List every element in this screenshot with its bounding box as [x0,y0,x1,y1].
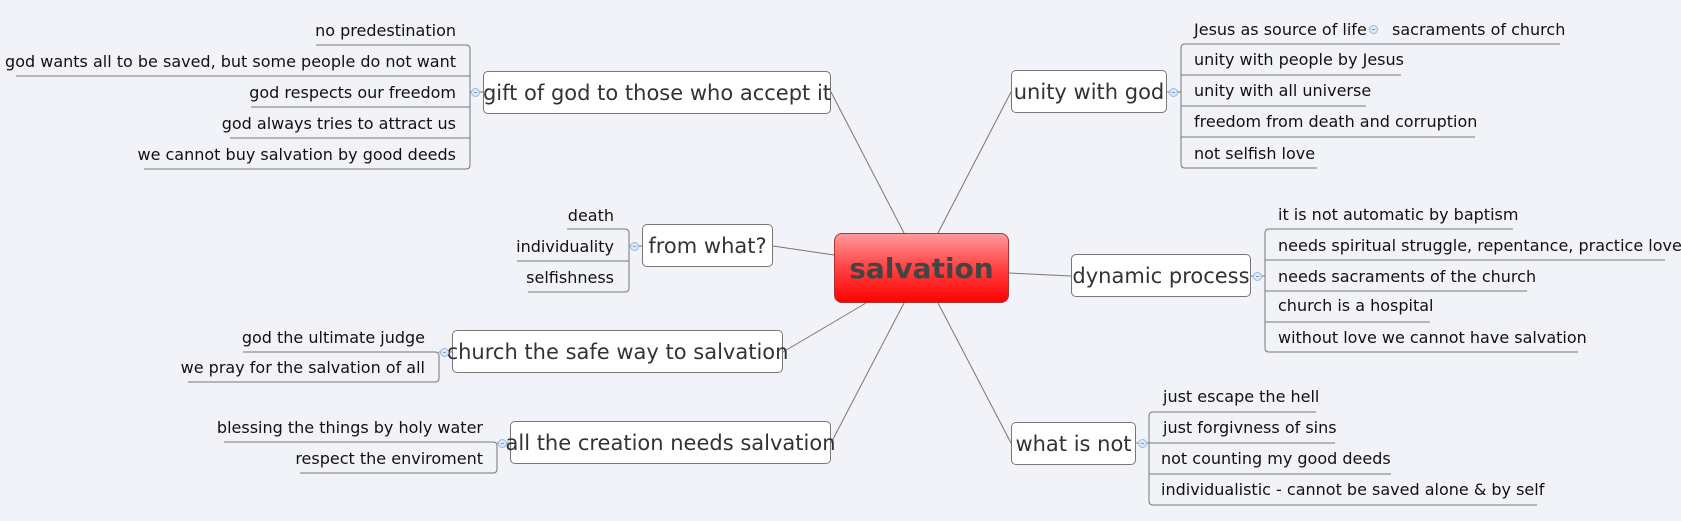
subtopic[interactable]: just escape the hell [1163,387,1320,406]
subtopic[interactable]: needs sacraments of the church [1278,267,1537,286]
subtopic[interactable]: just forgivness of sins [1163,418,1337,437]
subtopic[interactable]: unity with people by Jesus [1194,50,1404,69]
subtopic[interactable]: Jesus as source of life [1194,20,1367,39]
topic-all-creation[interactable]: all the creation needs salvation [505,421,836,464]
subtopic[interactable]: we pray for the salvation of all [180,358,425,377]
subtopic[interactable]: freedom from death and corruption [1194,112,1478,131]
subtopic[interactable]: blessing the things by holy water [216,418,483,437]
collapse-icon[interactable] [1169,88,1178,97]
collapse-icon[interactable] [471,88,480,97]
subtopic[interactable]: we cannot buy salvation by good deeds [137,145,456,164]
central-topic-label: salvation [849,251,994,285]
collapse-icon[interactable] [630,242,639,251]
topic-label: gift of god to those who accept it [482,80,832,105]
subtopic[interactable]: unity with all universe [1194,81,1372,100]
topic-what-is-not[interactable]: what is not [1011,422,1136,465]
topic-label: what is not [1015,431,1132,456]
subtopic[interactable]: needs spiritual struggle, repentance, pr… [1278,236,1681,255]
subtopic[interactable]: not counting my good deeds [1161,449,1391,468]
subtopic[interactable]: not selfish love [1194,144,1316,163]
topic-dynamic-process[interactable]: dynamic process [1071,254,1251,297]
topic-from-what[interactable]: from what? [642,224,773,267]
subtopic[interactable]: no predestination [315,21,456,40]
subtopic[interactable]: selfishness [526,268,614,287]
subtopic[interactable]: individualistic - cannot be saved alone … [1161,480,1545,499]
collapse-icon[interactable] [1369,25,1378,34]
subtopic[interactable]: death [567,206,614,225]
subtopic-grandchild[interactable]: sacraments of church [1392,20,1566,39]
subtopic[interactable]: it is not automatic by baptism [1278,205,1519,224]
collapse-icon[interactable] [498,439,507,448]
topic-label: church the safe way to salvation [446,339,789,364]
subtopic[interactable]: god always tries to attract us [221,114,456,133]
topic-label: unity with god [1013,79,1165,104]
topic-unity-with-god[interactable]: unity with god [1011,70,1167,113]
subtopic[interactable]: god respects our freedom [249,83,456,102]
subtopic[interactable]: individuality [516,237,614,256]
collapse-icon[interactable] [1138,439,1147,448]
collapse-icon[interactable] [440,348,449,357]
collapse-icon[interactable] [1253,272,1262,281]
subtopic[interactable]: church is a hospital [1278,296,1434,315]
subtopic[interactable]: god the ultimate judge [241,328,425,347]
topic-label: from what? [648,233,767,258]
topic-label: all the creation needs salvation [505,430,836,455]
subtopic[interactable]: respect the enviroment [295,449,483,468]
topic-gift-of-god[interactable]: gift of god to those who accept it [483,71,831,114]
subtopic[interactable]: god wants all to be saved, but some peop… [5,52,456,71]
topic-church-safe-way[interactable]: church the safe way to salvation [447,330,788,373]
central-topic[interactable]: salvation [834,233,1009,303]
topic-label: dynamic process [1072,263,1250,288]
subtopic[interactable]: without love we cannot have salvation [1278,328,1587,347]
